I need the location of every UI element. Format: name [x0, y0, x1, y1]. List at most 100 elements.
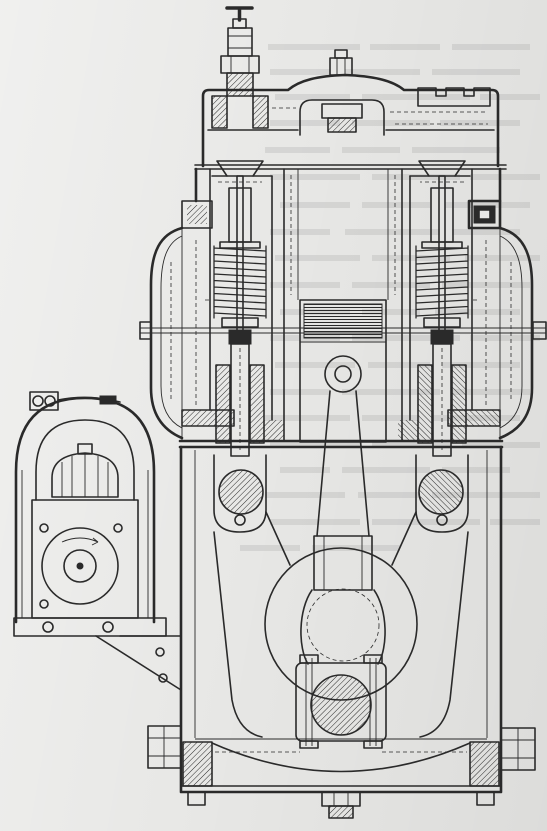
block-base-joint — [178, 439, 504, 449]
crankshaft — [264, 547, 418, 749]
head-water-passage — [272, 107, 488, 125]
head-central-boss — [299, 99, 385, 136]
magneto-base-plate — [13, 617, 167, 637]
left-mounting-foot — [147, 725, 182, 769]
rod-big-end-block — [313, 535, 373, 591]
right-jacket-boss-insert — [478, 209, 491, 220]
head-gasket-line — [194, 164, 507, 170]
magneto-edge-line — [21, 470, 149, 618]
left-jacket-boss-core — [187, 205, 207, 224]
bottom-bolt-boss-right — [476, 791, 495, 806]
cylinder-head — [194, 49, 507, 170]
tappet — [230, 343, 250, 457]
magneto-lead-clip — [99, 395, 117, 405]
left-mounting-foot-lines — [148, 726, 181, 768]
magneto-bracket-bolt — [155, 647, 165, 657]
plug-boss-wall-left — [211, 95, 228, 129]
right-mounting-foot-lines — [501, 728, 535, 770]
bearing-nut-bottom-right — [363, 740, 383, 749]
magneto-terminal-nut — [44, 395, 56, 407]
head-stud-nut — [329, 57, 353, 76]
magneto-screw — [39, 599, 49, 609]
crankcase-web-right — [391, 511, 469, 738]
sump-corner-left — [182, 741, 213, 787]
main-bearing-cap — [295, 662, 387, 742]
tappet-adjust-nut — [228, 329, 252, 345]
camshaft-cam — [218, 469, 264, 515]
tappet-guide-left — [215, 364, 231, 444]
priming-cock — [220, 6, 260, 97]
water-jacket-inner — [160, 235, 523, 429]
head-stud-nut-faces — [336, 58, 346, 75]
cylinder-base-wall — [264, 420, 284, 440]
shaft-centerline — [139, 321, 547, 340]
connecting-rod — [300, 390, 386, 665]
magneto-screw — [102, 621, 114, 633]
wrist-pin-boss — [324, 355, 362, 393]
right-jacket-boss — [467, 199, 502, 230]
magneto-inner-arch — [35, 419, 135, 501]
bleed-through-print — [240, 44, 540, 551]
oil-sump — [211, 742, 471, 773]
cylinder-wall-hidden — [290, 175, 396, 295]
magneto-armature-bearing — [63, 549, 97, 583]
rod-big-end — [300, 589, 386, 665]
water-jacket-outer — [149, 167, 534, 440]
cylinder-block — [149, 167, 534, 449]
head-right-cover — [417, 87, 491, 107]
rod-big-end-block-lines — [323, 536, 363, 590]
magneto-cap-knob — [77, 443, 93, 455]
magneto-screw — [113, 523, 123, 533]
priming-cock-hex-faces — [230, 56, 250, 73]
crankcase-web-left — [213, 511, 291, 738]
priming-cock-body — [227, 27, 253, 57]
rod-big-end-hidden-bore — [306, 588, 380, 662]
bearing-nut-top-left — [299, 654, 319, 664]
drain-plug-hex-faces — [333, 792, 349, 806]
water-jacket-hidden-edges — [170, 240, 512, 408]
shaft-stub-left — [139, 321, 152, 340]
head-central-boss-thread — [327, 117, 357, 133]
magneto — [13, 391, 182, 691]
piston-rings — [303, 303, 383, 339]
magneto-bracket-bolt — [158, 673, 168, 683]
magneto-spindle — [76, 562, 84, 570]
left-valve-assembly — [213, 160, 267, 533]
crank-journal — [310, 674, 372, 736]
bearing-nut-bottom-left — [299, 740, 319, 749]
rod-shank — [316, 390, 370, 537]
spring-retainer — [221, 317, 259, 328]
left-jacket-boss — [181, 200, 213, 229]
cam-follower-pin — [234, 514, 246, 526]
chamber-hidden-edges — [205, 181, 262, 301]
crankcase-inner-wall — [194, 450, 488, 738]
head-stud-cap — [334, 49, 348, 59]
magneto-screw — [42, 621, 54, 633]
wrist-pin — [334, 365, 352, 383]
valve-head — [216, 160, 264, 177]
magneto-armature-housing — [41, 527, 119, 605]
shaft-stub-right — [532, 321, 547, 340]
priming-cock-body-lines — [228, 35, 252, 49]
bottom-bolt-boss-left — [187, 791, 206, 806]
head-central-boss-nut — [321, 103, 363, 119]
sump-corner-right — [469, 741, 500, 787]
spring-upper-washer — [219, 241, 261, 249]
drain-plug-hex — [321, 791, 361, 807]
priming-cock-handle — [225, 6, 254, 22]
magneto-housing — [14, 396, 156, 624]
piston — [299, 299, 387, 443]
plug-boss-wall-right — [252, 95, 269, 129]
magneto-bracket — [95, 635, 182, 691]
valve-spring — [213, 245, 267, 319]
bearing-nut-top-right — [363, 654, 383, 664]
valve-guide — [228, 187, 252, 243]
piston-body — [299, 299, 387, 443]
magneto-terminal — [29, 391, 59, 411]
tappet-guide-right — [249, 364, 265, 444]
cam-follower-housing — [213, 454, 267, 533]
drain-plug-thread — [328, 805, 354, 819]
priming-cock-thread — [226, 72, 254, 97]
